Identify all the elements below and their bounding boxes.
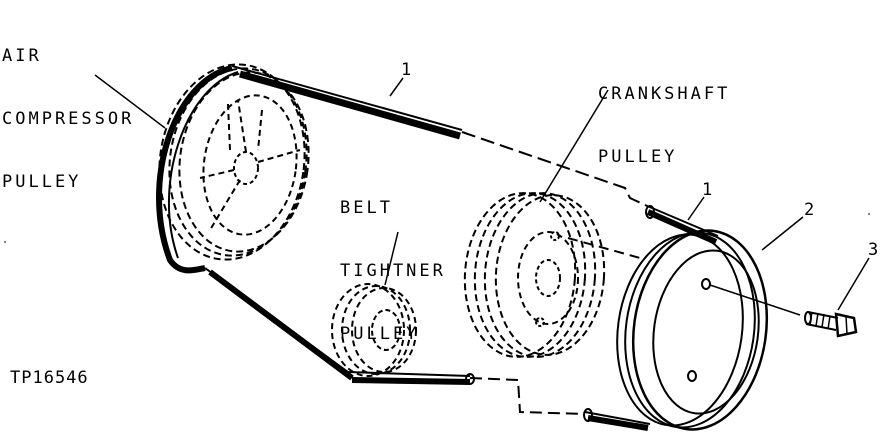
label-line: PULLEY (340, 324, 420, 344)
crankshaft-pulley-phantom (463, 192, 641, 358)
callout-2: 2 (804, 200, 815, 220)
label-line: COMPRESSOR (2, 109, 135, 129)
leader-lines (94, 74, 870, 311)
leader-air-compressor (94, 74, 166, 129)
belt-upper-strand (231, 65, 646, 206)
label-line: CRANKSHAFT (598, 84, 731, 104)
compressor-belt-wrap (156, 65, 233, 274)
callout-1-upper: 1 (401, 60, 412, 80)
belt-tightener-pulley (331, 283, 417, 377)
belt-lower-strand (204, 267, 586, 415)
label-line: PULLEY (598, 147, 678, 167)
callout-1-right: 1 (702, 180, 713, 200)
callout-3: 3 (868, 240, 879, 260)
leader-tightener (384, 231, 399, 286)
label-line: PULLEY (2, 172, 82, 192)
label-crankshaft-pulley: CRANKSHAFT PULLEY (598, 42, 730, 210)
label-belt-tightener-pulley: BELT TIGHTNER PULLEY (340, 156, 446, 387)
figure-id: TP16546 (10, 368, 89, 388)
leader-pulley-2 (761, 216, 804, 251)
cap-screw (804, 311, 858, 338)
leader-screw-3 (837, 257, 870, 311)
replacement-pulley (583, 204, 801, 431)
leader-crankshaft (539, 89, 609, 203)
label-air-compressor-pulley: AIR COMPRESSOR PULLEY (2, 4, 134, 235)
label-line: TIGHTNER (340, 261, 446, 281)
label-line: AIR (2, 46, 42, 66)
leader-belt-right (687, 196, 705, 221)
leader-belt-upper (389, 77, 404, 97)
label-line: BELT (340, 198, 393, 218)
